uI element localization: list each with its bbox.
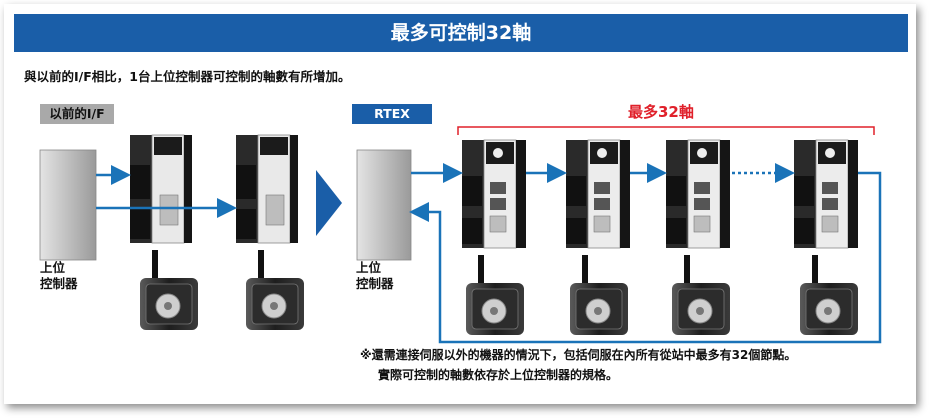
servo-motor <box>139 249 199 331</box>
host-controller-legacy <box>39 149 97 261</box>
servo-drive-rtex <box>461 139 527 249</box>
footnote-line-2: 實際可控制的軸數依存於上位控制器的規格。 <box>378 368 619 382</box>
host-controller-label-left: 上位 控制器 <box>40 260 78 292</box>
servo-motor <box>671 254 731 336</box>
footnote-line-1: ※還需連接伺服以外的機器的情況下，包括伺服在內所有從站中最多有32個節點。 <box>360 348 797 362</box>
label-line: 控制器 <box>356 276 394 291</box>
rtex-tag: RTEX <box>352 104 432 124</box>
label-line: 上位 <box>356 260 382 275</box>
subtitle-text: 與以前的I/F相比，1台上位控制器可控制的軸數有所增加。 <box>24 69 351 84</box>
banner-title: 最多可控制32軸 <box>14 14 908 52</box>
servo-motor <box>569 254 629 336</box>
label-line: 控制器 <box>40 276 78 291</box>
max-axes-label: 最多32軸 <box>628 103 694 121</box>
servo-motor <box>799 254 859 336</box>
servo-motor <box>465 254 525 336</box>
servo-drive <box>129 134 193 244</box>
legacy-if-tag: 以前的I/F <box>40 104 114 124</box>
servo-drive-rtex <box>793 139 859 249</box>
servo-drive-rtex <box>665 139 731 249</box>
host-controller-rtex <box>356 149 412 261</box>
servo-drive-rtex <box>565 139 631 249</box>
transition-arrow-icon <box>316 170 342 236</box>
ring-return-arrow <box>409 171 882 344</box>
max-bracket <box>457 126 875 135</box>
label-line: 上位 <box>40 260 66 275</box>
host-controller-label-right: 上位 控制器 <box>356 260 394 292</box>
servo-motor <box>245 249 305 331</box>
servo-drive <box>235 134 299 244</box>
